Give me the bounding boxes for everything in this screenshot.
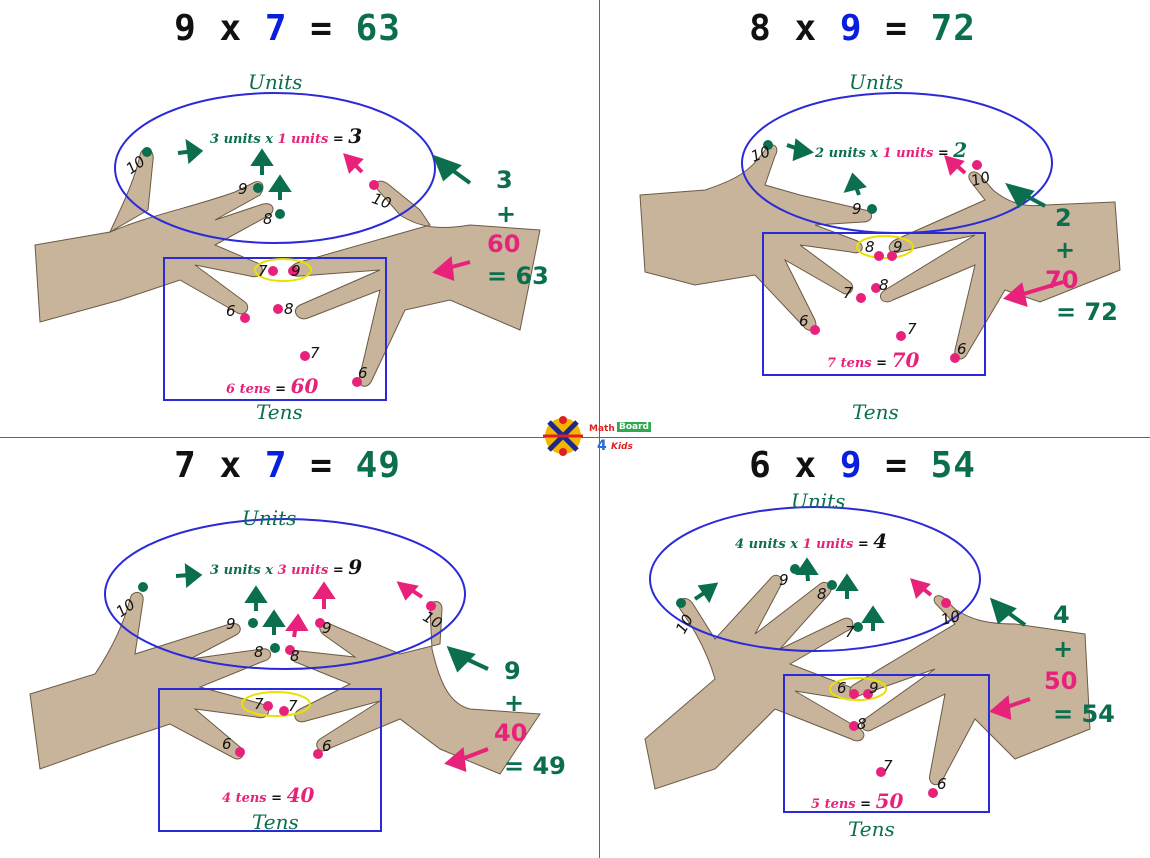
product: 49 bbox=[355, 445, 401, 486]
finger-label: 7 bbox=[907, 320, 917, 338]
side-units: 4 bbox=[1053, 601, 1070, 629]
side-total: = 54 bbox=[1053, 700, 1115, 728]
finger-label: 7 bbox=[310, 344, 320, 362]
finger-label: 7 bbox=[843, 284, 853, 302]
side-units: 2 bbox=[1055, 204, 1072, 232]
units-equation: 2 units x 1 units = 2 bbox=[815, 138, 968, 162]
finger-label: 8 bbox=[817, 585, 827, 603]
equation-title: 7 x 7 = 49 bbox=[174, 445, 401, 486]
quadrant-6x9: 6 x 9 = 54 Units 4 units x 1 units = 4 5… bbox=[575, 429, 1150, 858]
quadrant-7x7: 7 x 7 = 49 Units 3 units x 3 units = 9 4… bbox=[0, 429, 575, 858]
units-equation: 3 units x 1 units = 3 bbox=[210, 124, 363, 148]
finger-label: 8 bbox=[284, 300, 294, 318]
multiplier: 9 bbox=[839, 8, 863, 49]
equation-title: 8 x 9 = 72 bbox=[749, 8, 976, 49]
hands-illustration bbox=[639, 92, 1121, 376]
tens-equation: 5 tens = 50 bbox=[811, 789, 904, 813]
quadrant-9x7: 9 x 7 = 63 Units 3 units x 1 units = 3 6… bbox=[0, 0, 575, 429]
finger-label: 9 bbox=[869, 679, 879, 697]
side-total: = 49 bbox=[504, 752, 566, 780]
brand-logo: Math Board 4 Kids bbox=[541, 414, 661, 464]
finger-label: 7 bbox=[254, 695, 264, 713]
side-total: = 72 bbox=[1056, 298, 1118, 326]
tens-equation: 6 tens = 60 bbox=[226, 374, 319, 398]
finger-label: 9 bbox=[322, 619, 332, 637]
finger-label: 8 bbox=[857, 715, 867, 733]
finger-label: 7 bbox=[258, 262, 268, 280]
multiplicand: 7 bbox=[174, 445, 197, 486]
multiplicand: 6 bbox=[749, 445, 772, 486]
finger-label: 8 bbox=[290, 647, 300, 665]
side-tens: 60 bbox=[487, 230, 521, 258]
side-plus: + bbox=[496, 200, 517, 228]
logo-word-kids: Kids bbox=[611, 442, 633, 452]
side-plus: + bbox=[1055, 236, 1076, 264]
finger-label: 6 bbox=[799, 312, 809, 330]
units-label: Units bbox=[791, 489, 846, 513]
units-label: Units bbox=[248, 70, 303, 94]
finger-label: 6 bbox=[358, 364, 368, 382]
tens-label: Tens bbox=[852, 400, 899, 424]
multiplier: 7 bbox=[264, 8, 288, 49]
hands-illustration bbox=[644, 506, 1091, 813]
hands-illustration bbox=[29, 518, 541, 832]
vertical-divider bbox=[599, 0, 600, 858]
finger-label: 6 bbox=[226, 302, 236, 320]
product: 63 bbox=[355, 8, 401, 49]
finger-label: 7 bbox=[288, 697, 298, 715]
finger-label: 6 bbox=[957, 340, 967, 358]
quadrant-8x9: 8 x 9 = 72 Units 2 units x 1 units = 2 7… bbox=[575, 0, 1150, 429]
side-plus: + bbox=[1053, 635, 1074, 663]
finger-label: 8 bbox=[254, 643, 264, 661]
finger-label: 6 bbox=[222, 735, 232, 753]
product: 72 bbox=[930, 8, 976, 49]
side-units: 9 bbox=[504, 657, 521, 685]
finger-label: 9 bbox=[291, 262, 301, 280]
finger-label: 9 bbox=[893, 238, 903, 256]
finger-label: 6 bbox=[837, 679, 847, 697]
hands-illustration bbox=[34, 92, 541, 401]
product: 54 bbox=[930, 445, 976, 486]
logo-mark-icon bbox=[543, 416, 583, 456]
multiplicand: 8 bbox=[749, 8, 772, 49]
side-tens: 50 bbox=[1044, 667, 1078, 695]
finger-label: 8 bbox=[865, 238, 875, 256]
multiplier: 7 bbox=[264, 445, 288, 486]
logo-word-4: 4 bbox=[597, 438, 607, 454]
tens-label: Tens bbox=[252, 810, 299, 834]
finger-label: 6 bbox=[937, 775, 947, 793]
logo-word-board: Board bbox=[617, 422, 651, 432]
finger-label: 8 bbox=[263, 210, 273, 228]
equation-title: 6 x 9 = 54 bbox=[749, 445, 976, 486]
side-units: 3 bbox=[496, 166, 513, 194]
finger-label: 9 bbox=[238, 180, 248, 198]
side-tens: 70 bbox=[1045, 266, 1079, 294]
finger-label: 9 bbox=[852, 200, 862, 218]
tens-equation: 7 tens = 70 bbox=[827, 348, 920, 372]
finger-label: 9 bbox=[779, 571, 789, 589]
units-label: Units bbox=[849, 70, 904, 94]
units-label: Units bbox=[242, 506, 297, 530]
finger-label: 8 bbox=[879, 276, 889, 294]
units-equation: 3 units x 3 units = 9 bbox=[210, 555, 363, 579]
tens-equation: 4 tens = 40 bbox=[222, 783, 315, 807]
tens-label: Tens bbox=[848, 817, 895, 841]
finger-label: 9 bbox=[226, 615, 236, 633]
finger-label: 6 bbox=[322, 737, 332, 755]
multiplier: 9 bbox=[839, 445, 863, 486]
tens-label: Tens bbox=[256, 400, 303, 424]
units-equation: 4 units x 1 units = 4 bbox=[735, 529, 888, 553]
multiplicand: 9 bbox=[174, 8, 197, 49]
side-total: = 63 bbox=[487, 262, 549, 290]
side-plus: + bbox=[504, 689, 525, 717]
finger-label: 7 bbox=[845, 623, 855, 641]
finger-label: 7 bbox=[883, 757, 893, 775]
logo-word-math: Math bbox=[589, 424, 615, 434]
equation-title: 9 x 7 = 63 bbox=[174, 8, 401, 49]
side-tens: 40 bbox=[494, 719, 528, 747]
